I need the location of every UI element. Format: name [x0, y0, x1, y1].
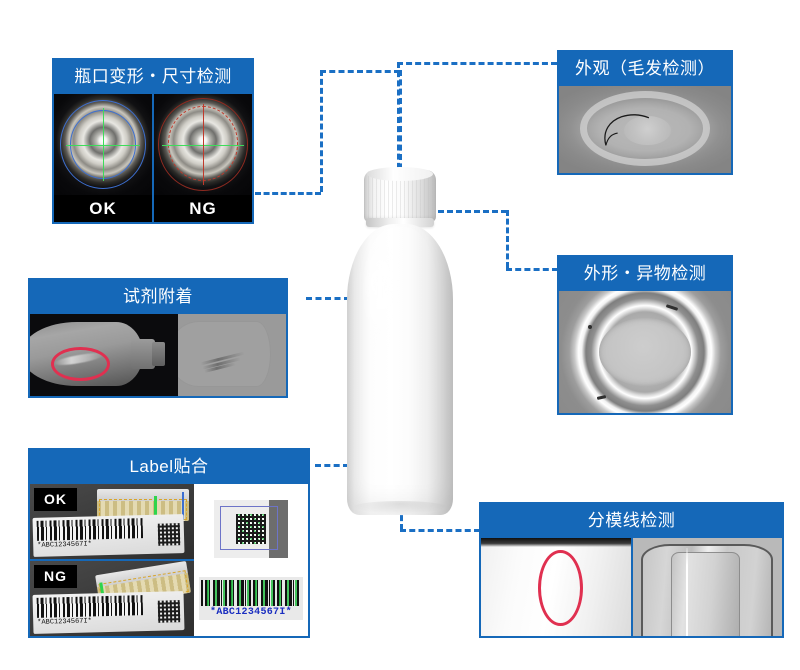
reagent-raw-image — [30, 314, 179, 396]
bottle-collar — [366, 218, 434, 227]
label-verdict-ok: OK — [34, 488, 77, 511]
reagent-processed-silhouette — [178, 321, 271, 387]
measure-ring-inner-ng — [167, 106, 239, 181]
label-row-ok: OK *ABC1234567I* — [30, 484, 195, 559]
verdict-ok: OK — [54, 195, 152, 222]
bottle-base-shadow — [351, 501, 449, 515]
panel-title-reagent: 试剂附着 — [30, 280, 286, 314]
connector-mouth-drop — [320, 70, 323, 192]
label-barcode-bars-ok — [36, 518, 144, 542]
panel-body-parting — [481, 538, 782, 636]
label-row-ng: NG *ABC1234567I* — [30, 559, 195, 636]
product-bottle-illustration — [345, 167, 455, 515]
panel-title-parting: 分模线检测 — [481, 504, 782, 538]
defect-highlight-ellipse — [50, 346, 111, 382]
bottle-body — [347, 224, 453, 515]
bottle-opening-inner — [624, 115, 671, 146]
mouth-image-ng — [154, 94, 252, 195]
panel-shape-foreign-object-detection[interactable]: 外形・异物检测 — [557, 255, 733, 415]
reagent-bottle-neck — [130, 339, 155, 369]
connector-shape-vertical — [506, 210, 509, 268]
measure-crosshair-v-ok — [103, 108, 104, 181]
barcode-read-result: *ABC1234567I* — [199, 577, 303, 621]
barcode-read-text: *ABC1234567I* — [210, 607, 292, 619]
panel-title-shape: 外形・异物检测 — [559, 257, 731, 291]
label-qr-thumb-ok — [157, 522, 181, 546]
reagent-bottle-cap — [151, 341, 166, 367]
foreign-object-mark-top — [665, 303, 678, 311]
parting-line-seam — [686, 547, 689, 636]
panel-label-application[interactable]: Label贴合 OK *ABC1234567I* — [28, 448, 310, 638]
parting-inner-region — [671, 551, 741, 636]
connector-label-horizontal — [315, 464, 377, 467]
label-barcode-bars-ng — [36, 595, 144, 619]
mouth-image-ok — [54, 94, 152, 195]
panel-parting-line-detection[interactable]: 分模线检测 — [479, 502, 784, 638]
panel-title-mouth: 瓶口变形・尺寸检测 — [54, 60, 252, 94]
gauge-edge-marker-ok — [154, 495, 158, 521]
shape-inspection-image — [559, 291, 731, 413]
qr-read-result — [214, 499, 288, 558]
bottle-opening-rim — [579, 91, 711, 167]
bottle-cap-top — [367, 167, 433, 181]
label-barcode-card-ng: *ABC1234567I* — [32, 591, 185, 635]
connector-mouth-vertical — [399, 70, 402, 188]
parting-processed-image — [630, 538, 782, 636]
bottle-highlight — [367, 232, 393, 352]
barcode-read-bars — [201, 580, 301, 607]
connector-shape-horizontal-top — [402, 210, 507, 213]
label-verdict-ng: NG — [34, 565, 77, 588]
mouth-sample-ok: OK — [54, 94, 152, 222]
measure-crosshair-h-ok — [65, 144, 141, 146]
panel-reagent-adhesion[interactable]: 试剂附着 — [28, 278, 288, 398]
panel-title-label: Label贴合 — [30, 450, 308, 484]
panel-title-hair: 外观（毛发检测） — [559, 52, 731, 86]
label-readout-column: *ABC1234567I* — [194, 484, 308, 636]
foreign-object-mark-left — [588, 325, 593, 330]
connector-hair-horizontal — [397, 62, 557, 65]
measure-ring-outer-ok — [59, 100, 147, 189]
qr-selection-box — [220, 505, 278, 550]
panel-body-mouth: OK NG — [54, 94, 252, 222]
label-barcode-card-ok: *ABC1234567I* — [32, 514, 185, 558]
label-qr-thumb-ng — [157, 599, 181, 623]
connector-shape-to-panel — [506, 268, 558, 271]
hair-inspection-image — [559, 86, 731, 173]
hair-strand-icon — [604, 114, 650, 146]
foreign-object-mark-bottom — [596, 395, 607, 400]
parting-raw-image — [481, 538, 631, 636]
qr-code-icon — [236, 513, 266, 544]
panel-body-label: OK *ABC1234567I* NG — [30, 484, 308, 636]
panel-mouth-deformation-dimension[interactable]: 瓶口变形・尺寸检测 OK NG — [52, 58, 254, 224]
panel-body-shape — [559, 291, 731, 413]
gauge-reference-line-ok — [181, 492, 184, 521]
verdict-ng: NG — [154, 195, 252, 222]
shape-core-surface — [598, 317, 692, 387]
connector-mouth-to-panel — [255, 192, 321, 195]
panel-appearance-hair-detection[interactable]: 外观（毛发检测） — [557, 50, 733, 175]
label-sample-column: OK *ABC1234567I* NG — [30, 484, 195, 636]
connector-hair-vertical — [397, 62, 400, 178]
mouth-sample-ng: NG — [152, 94, 252, 222]
panel-body-reagent — [30, 314, 286, 396]
reagent-processed-image — [178, 314, 286, 396]
measure-ring-inner-ok — [69, 110, 137, 179]
measure-crosshair-h-ng — [161, 144, 245, 146]
measure-crosshair-v-ng — [203, 104, 204, 185]
connector-mouth-horizontal-top — [320, 70, 400, 73]
measure-ring-outer-ng — [157, 98, 249, 191]
connector-parting-horizontal — [400, 529, 480, 532]
panel-body-hair — [559, 86, 731, 173]
parting-defect-ellipse — [537, 549, 583, 627]
